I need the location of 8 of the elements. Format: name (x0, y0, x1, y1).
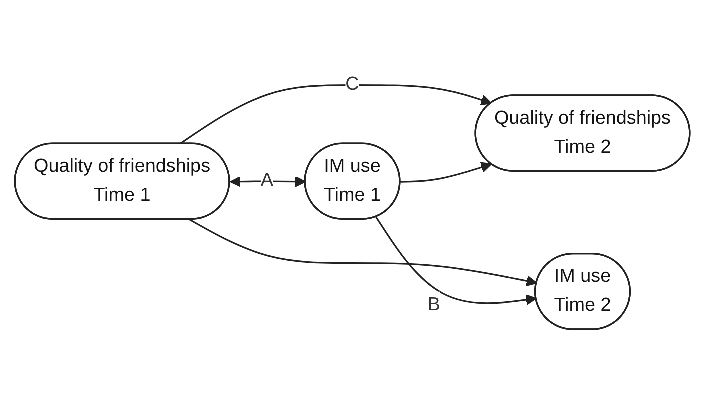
edge-label: A (260, 170, 274, 192)
edge-label: C (346, 74, 360, 96)
arrow (400, 162, 492, 184)
arrow (179, 84, 492, 146)
path-diagram: C B A Quality of friendships Time 1 Quality of friendships Time 2 IM use Time 1 IM use Time 2 (5, 61, 700, 340)
arrow (376, 217, 537, 306)
edge-label: B (428, 294, 441, 316)
arrow (189, 219, 538, 287)
